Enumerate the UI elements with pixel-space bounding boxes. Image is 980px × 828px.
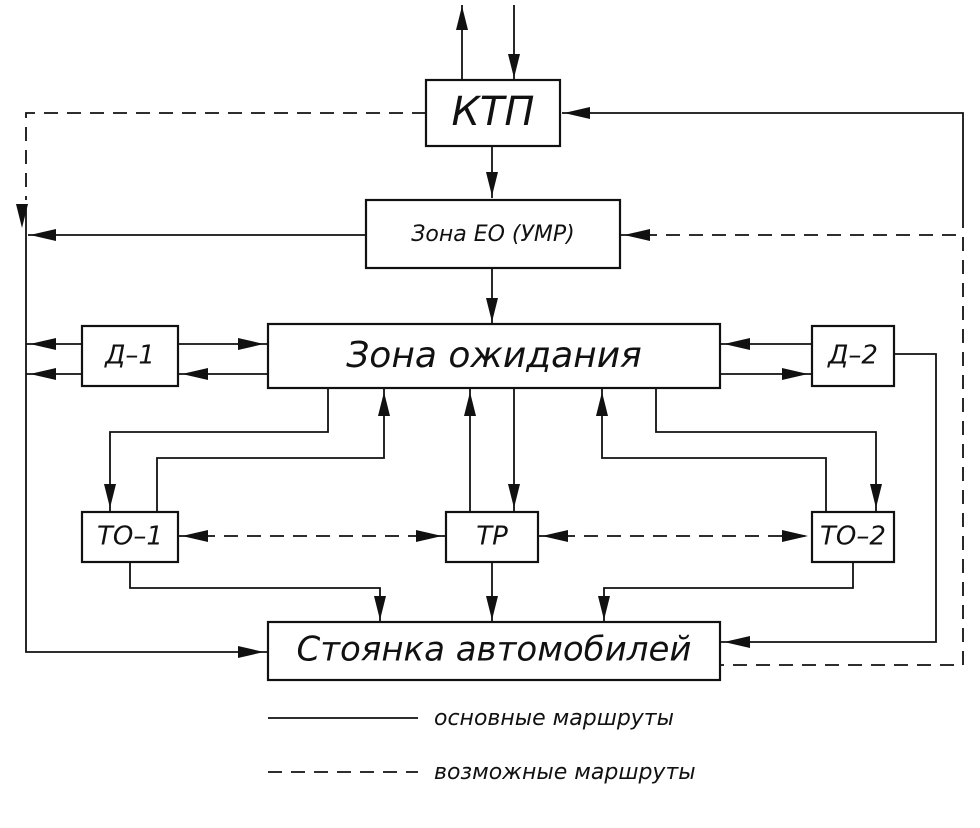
arrow-down-icon bbox=[486, 596, 498, 620]
eo-right-to-parking-dashed bbox=[620, 234, 964, 666]
node-tr-label: ТР bbox=[476, 522, 508, 552]
waiting-to-to2-line bbox=[655, 388, 877, 512]
node-to1: ТО–1 bbox=[80, 510, 180, 564]
node-d1: Д–1 bbox=[80, 324, 180, 388]
node-to1-label: ТО–1 bbox=[97, 522, 163, 552]
arrow-down-icon bbox=[508, 54, 520, 78]
node-ktp: КТП bbox=[424, 78, 562, 148]
arrow-left-icon bbox=[182, 368, 208, 380]
arrow-right-icon bbox=[782, 368, 808, 380]
node-d2-label: Д–2 bbox=[827, 341, 878, 371]
arrow-left-icon bbox=[724, 338, 750, 350]
arrow-right-icon bbox=[238, 338, 264, 350]
legend: основные маршруты возможные маршруты bbox=[268, 706, 696, 785]
to1-to-parking-line bbox=[129, 562, 381, 622]
right-return-to-ktp-line bbox=[562, 112, 964, 228]
arrow-down-icon bbox=[598, 596, 610, 620]
arrow-right-icon bbox=[782, 530, 808, 542]
ktp-to-left-dashed bbox=[25, 112, 426, 200]
arrow-right-icon bbox=[416, 530, 442, 542]
d2-to-parking-line bbox=[720, 353, 937, 643]
to2-to-parking-line bbox=[603, 562, 854, 622]
possible-route-lines bbox=[25, 112, 964, 666]
node-eo-zone-label: Зона ЕО (УМР) bbox=[411, 222, 574, 247]
node-d2: Д–2 bbox=[810, 324, 896, 388]
node-parking-label: Стоянка автомобилей bbox=[297, 630, 692, 670]
arrow-up-icon bbox=[378, 392, 390, 416]
arrow-down-icon bbox=[508, 484, 520, 508]
arrow-left-icon bbox=[30, 368, 56, 380]
arrow-down-icon bbox=[104, 484, 116, 508]
arrow-heads bbox=[16, 6, 882, 658]
arrow-left-icon bbox=[624, 229, 650, 241]
left-to-parking-line bbox=[25, 205, 268, 653]
arrow-left-icon bbox=[542, 530, 568, 542]
node-to2: ТО–2 bbox=[810, 510, 896, 564]
arrow-down-icon bbox=[486, 298, 498, 322]
node-d1-label: Д–1 bbox=[104, 341, 155, 371]
arrow-down-icon bbox=[486, 172, 498, 196]
node-eo-zone: Зона ЕО (УМР) bbox=[364, 198, 622, 270]
arrow-up-icon bbox=[596, 392, 608, 416]
arrow-up-icon bbox=[456, 6, 468, 30]
node-waiting-zone: Зона ожидания bbox=[266, 322, 722, 390]
arrow-left-icon bbox=[30, 338, 56, 350]
arrow-left-icon bbox=[182, 530, 208, 542]
to2-to-waiting-line bbox=[601, 388, 827, 512]
arrow-down-icon bbox=[16, 204, 28, 228]
arrow-down-icon bbox=[374, 596, 386, 620]
arrow-left-icon bbox=[724, 636, 750, 648]
to1-to-waiting-line bbox=[156, 388, 385, 512]
node-to2-label: ТО–2 bbox=[820, 522, 886, 552]
node-tr: ТР bbox=[444, 510, 540, 564]
node-parking: Стоянка автомобилей bbox=[266, 620, 722, 682]
arrow-right-icon bbox=[238, 646, 264, 658]
arrow-up-icon bbox=[464, 392, 476, 416]
arrow-left-icon bbox=[564, 107, 590, 119]
arrow-down-icon bbox=[870, 484, 882, 508]
arrow-left-icon bbox=[30, 229, 56, 241]
node-ktp-label: КТП bbox=[452, 89, 535, 135]
legend-possible-label: возможные маршруты bbox=[434, 760, 696, 785]
waiting-to-to1-line bbox=[109, 388, 329, 512]
legend-main-label: основные маршруты bbox=[434, 706, 674, 731]
node-waiting-zone-label: Зона ожидания bbox=[346, 335, 642, 376]
